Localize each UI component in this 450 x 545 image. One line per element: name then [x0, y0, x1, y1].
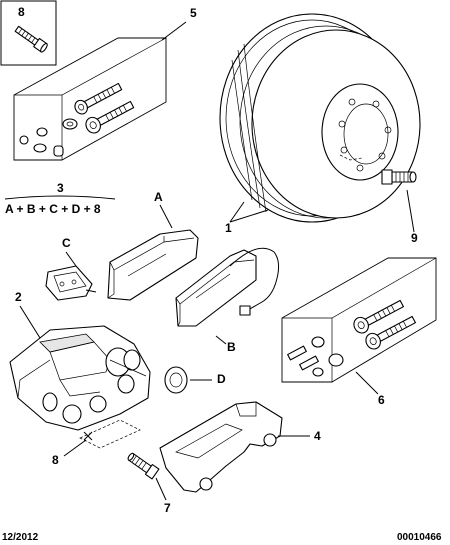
label-D: D — [217, 372, 226, 386]
label-B: B — [227, 340, 236, 354]
label-3: 3 — [57, 181, 64, 195]
label-3-formula: A + B + C + D + 8 — [5, 202, 101, 216]
label-6: 6 — [378, 393, 385, 407]
footer-date: 12/2012 — [2, 532, 39, 543]
screw-inset: 8 — [0, 0, 57, 66]
kit-formula-3: 3 A + B + C + D + 8 — [4, 181, 116, 216]
caliper-carrier: 4 — [159, 401, 321, 493]
brake-pad-b: B — [175, 247, 280, 354]
label-1: 1 — [225, 221, 232, 235]
label-8-inset: 8 — [18, 5, 25, 19]
label-A: A — [154, 190, 163, 204]
label-5: 5 — [190, 6, 197, 20]
footer-reference: 00010466 — [397, 532, 442, 543]
label-2: 2 — [15, 290, 22, 304]
label-C: C — [62, 236, 71, 250]
pad-spring-c: C — [45, 236, 97, 301]
kit-box-5: 5 — [13, 6, 197, 161]
brake-pad-a: A — [107, 190, 199, 301]
assembly-guide-lines — [79, 419, 141, 449]
label-7: 7 — [164, 501, 171, 515]
caliper-screw-callout: 8 — [52, 431, 93, 467]
piston-cap-d: D — [164, 366, 226, 394]
label-9: 9 — [411, 231, 418, 245]
label-4: 4 — [314, 429, 321, 443]
wheel-stud: 9 — [381, 169, 418, 245]
label-8-callout: 8 — [52, 453, 59, 467]
brake-disc: 1 — [219, 13, 421, 235]
kit-box-6: 6 — [281, 257, 437, 407]
brake-caliper: 2 — [9, 290, 151, 431]
bleed-screw: 7 — [127, 452, 171, 515]
